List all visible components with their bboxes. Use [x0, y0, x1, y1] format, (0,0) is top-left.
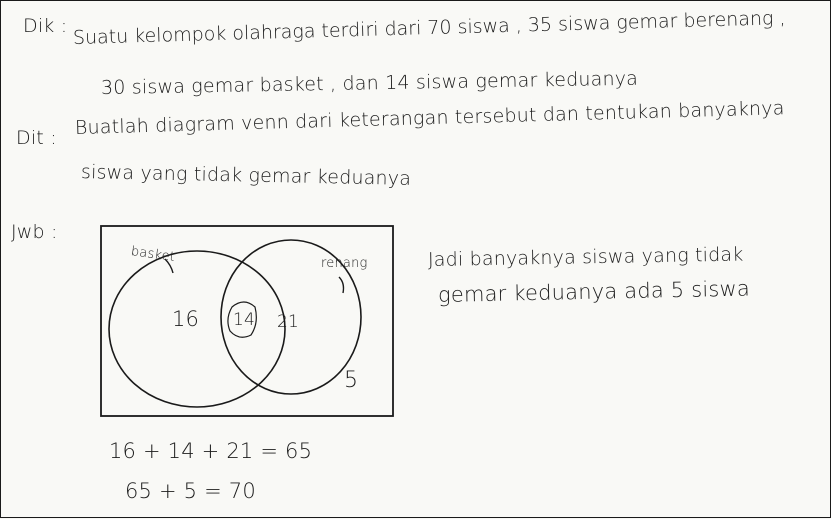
- calc-line-1: 16 + 14 + 21 = 65: [109, 439, 313, 463]
- venn-only-renang: 21: [277, 312, 300, 332]
- dit-label: Dit :: [16, 127, 57, 149]
- jwb-label: Jwb :: [11, 221, 58, 243]
- renang-circle: [220, 239, 362, 395]
- venn-both: 14: [233, 310, 256, 330]
- venn-label-renang: renang: [321, 256, 368, 271]
- dik-label: Dik :: [23, 15, 68, 37]
- renang-label-arrow: [338, 276, 345, 294]
- basket-label-arrow: [164, 258, 174, 274]
- intersection-value-loop: [227, 301, 257, 338]
- venn-only-basket: 16: [172, 307, 200, 331]
- universe-rectangle: [100, 225, 394, 417]
- calc-line-2: 65 + 5 = 70: [125, 479, 256, 503]
- basket-circle: [108, 250, 286, 408]
- venn-outside: 5: [344, 368, 359, 393]
